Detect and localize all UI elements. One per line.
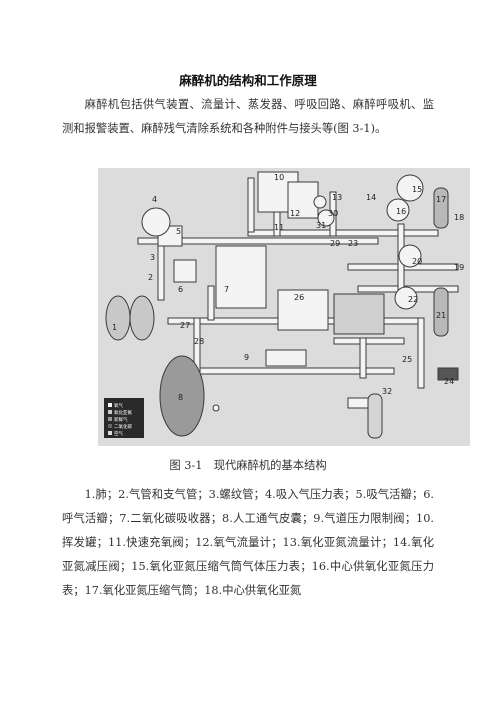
component-number: 23 (348, 239, 358, 248)
component-number: 12 (290, 209, 300, 218)
component-number: 32 (382, 387, 392, 396)
legend-label: 氧气 (114, 402, 123, 409)
component-number: 27 (180, 321, 190, 330)
component-number: 25 (402, 355, 412, 364)
legend-paragraph: 1.肺；2.气管和支气管；3.螺纹管；4.吸入气压力表；5.吸气活瓣；6.呼气活… (62, 488, 434, 597)
component-number: 24 (444, 377, 454, 386)
component-number: 13 (332, 193, 342, 202)
component-number: 16 (396, 207, 406, 216)
component-number: 31 (316, 221, 326, 230)
component-number: 2 (148, 273, 153, 282)
document-title: 麻醉机的结构和工作原理 (179, 73, 317, 88)
component-number: 6 (178, 285, 183, 294)
component-number: 9 (244, 353, 249, 362)
component-number: 29 (330, 239, 340, 248)
component-numbers: 1 2 3 4 5 6 7 8 9 10 11 12 13 14 15 16 1… (112, 173, 464, 402)
legend-label: 空气 (114, 430, 123, 437)
component-number: 3 (150, 253, 155, 262)
component-number: 17 (436, 195, 446, 204)
component-number: 1 (112, 323, 117, 332)
component-number: 15 (412, 185, 422, 194)
component-number: 26 (294, 293, 304, 302)
component-number: 7 (224, 285, 229, 294)
legend-label: 二氧化碳 (114, 423, 132, 430)
component-number: 8 (178, 393, 183, 402)
component-number: 28 (194, 337, 204, 346)
component-number: 10 (274, 173, 284, 182)
component-number: 21 (436, 311, 446, 320)
component-number: 20 (412, 257, 422, 266)
component-number: 14 (366, 193, 376, 202)
component-number: 30 (328, 209, 338, 218)
component-number: 5 (176, 227, 181, 236)
intro-paragraph: 麻醉机包括供气装置、流量计、蒸发器、呼吸回路、麻醉呼吸机、监测和报警装置、麻醉残… (62, 98, 434, 135)
anesthesia-machine-figure: 氧气 氧化亚氮 新鲜气 二氧化碳 空气 1 2 3 4 5 6 7 8 9 10… (98, 168, 470, 446)
component-number: 18 (454, 213, 464, 222)
figure-legend: 氧气 氧化亚氮 新鲜气 二氧化碳 空气 (104, 398, 144, 438)
figure-caption: 图 3-1 现代麻醉机的基本结构 (169, 459, 327, 472)
anesthesia-machine-diagram: 氧气 氧化亚氮 新鲜气 二氧化碳 空气 1 2 3 4 5 6 7 8 9 10… (98, 168, 470, 446)
legend-label: 氧化亚氮 (114, 409, 132, 416)
component-number: 22 (408, 295, 418, 304)
component-number: 4 (152, 195, 157, 204)
component-number: 11 (274, 223, 284, 232)
component-number: 19 (454, 263, 464, 272)
legend-label: 新鲜气 (114, 416, 128, 423)
